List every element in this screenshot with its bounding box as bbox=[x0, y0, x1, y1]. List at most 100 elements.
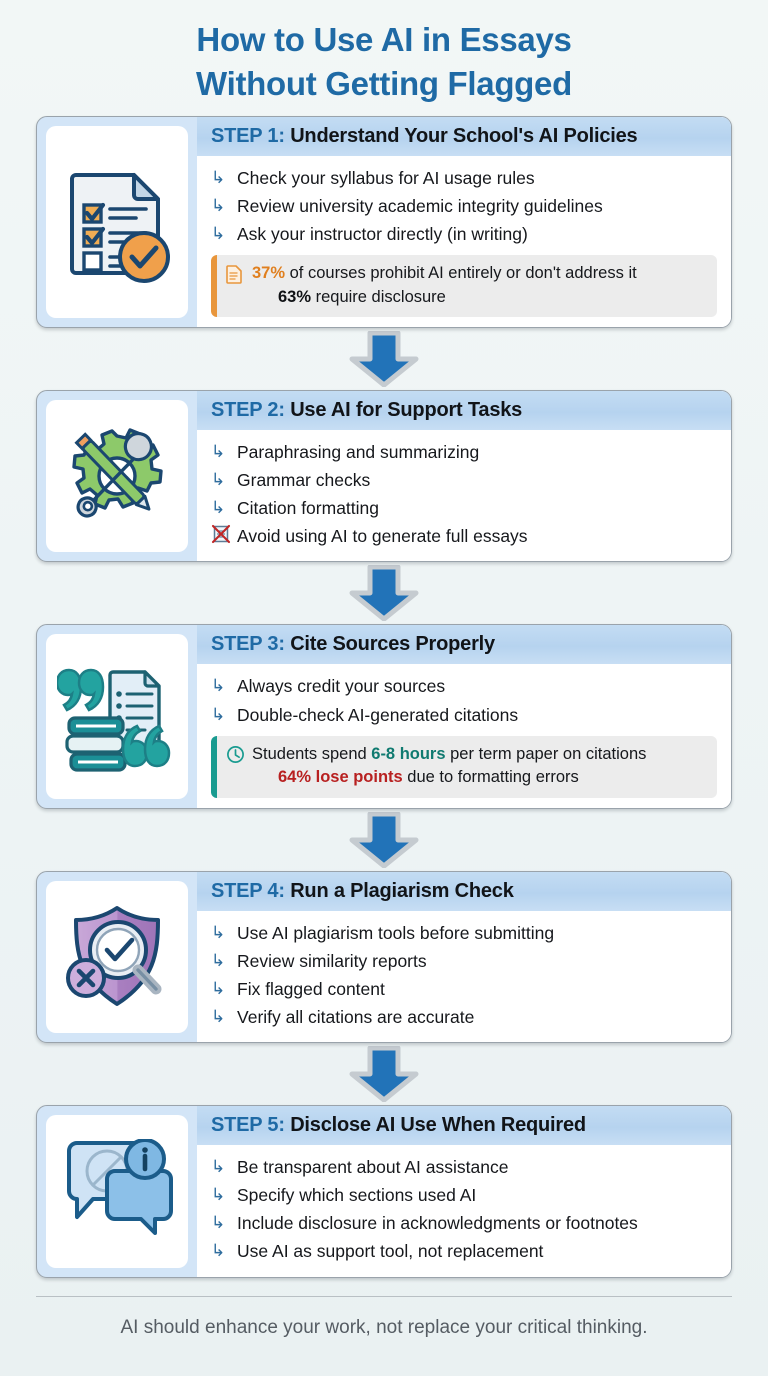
list-item-label: Ask your instructor directly (in writing… bbox=[237, 224, 528, 244]
arrow-bullet-icon: ↳ bbox=[211, 1006, 226, 1026]
step-2-content: ↳ Paraphrasing and summarizing ↳ Grammar… bbox=[197, 429, 731, 562]
footer-note: AI should enhance your work, not replace… bbox=[36, 1295, 732, 1339]
step-5-number: STEP 5: bbox=[211, 1114, 285, 1137]
list-item-label: Grammar checks bbox=[237, 470, 371, 491]
step-5-body: STEP 5: Disclose AI Use When Required ↳ … bbox=[197, 1106, 731, 1277]
arrow-bullet-icon: ↳ bbox=[211, 470, 226, 490]
step-1-heading: STEP 1: Understand Your School's AI Poli… bbox=[197, 116, 731, 156]
list-item: ↳ Always credit your sources bbox=[211, 673, 717, 700]
step-4-number: STEP 4: bbox=[211, 879, 285, 902]
stat-highlight-1: 37% bbox=[252, 264, 286, 283]
list-item: ↳ Use AI as support tool, not replacemen… bbox=[211, 1238, 717, 1265]
step-2-icon-pane bbox=[37, 391, 197, 562]
arrow-bullet-icon: ↳ bbox=[211, 950, 226, 970]
step-4-body: STEP 4: Run a Plagiarism Check ↳ Use AI … bbox=[197, 871, 731, 1043]
list-item: ↳ Citation formatting bbox=[211, 495, 717, 522]
step-4-title: Run a Plagiarism Check bbox=[290, 879, 514, 902]
chat-bubbles-info-icon bbox=[46, 1115, 188, 1268]
connector-arrow-1 bbox=[36, 328, 732, 390]
infographic-root: How to Use AI in Essays Without Getting … bbox=[0, 0, 768, 1339]
stat-pre-1: Students spend bbox=[252, 744, 372, 763]
quotes-books-document-icon bbox=[46, 634, 188, 799]
step-1-body: STEP 1: Understand Your School's AI Poli… bbox=[197, 116, 731, 327]
arrow-bullet-icon: ↳ bbox=[211, 704, 226, 724]
step-3-heading: STEP 3: Cite Sources Properly bbox=[197, 625, 731, 665]
list-item: Avoid using AI to generate full essays bbox=[211, 523, 717, 550]
steps-container: STEP 1: Understand Your School's AI Poli… bbox=[0, 112, 768, 1278]
shield-magnifier-icon bbox=[46, 880, 188, 1034]
step-4-heading: STEP 4: Run a Plagiarism Check bbox=[197, 871, 731, 911]
step-card-3: STEP 3: Cite Sources Properly ↳ Always c… bbox=[36, 624, 732, 809]
arrow-bullet-icon: ↳ bbox=[211, 676, 226, 696]
step-5-icon-pane bbox=[37, 1106, 197, 1277]
step-3-content: ↳ Always credit your sources ↳ Double-ch… bbox=[197, 664, 731, 808]
connector-arrow-4 bbox=[36, 1043, 732, 1105]
stat-highlight-2: 64% lose points bbox=[278, 768, 403, 787]
connector-arrow-2 bbox=[36, 562, 732, 624]
document-stat-icon bbox=[226, 262, 245, 289]
arrow-bullet-icon: ↳ bbox=[211, 224, 226, 243]
crossed-box-icon bbox=[211, 523, 237, 549]
list-item: ↳ Specify which sections used AI bbox=[211, 1182, 717, 1209]
arrow-bullet-icon: ↳ bbox=[211, 498, 226, 518]
step-5-content: ↳ Be transparent about AI assistance ↳ S… bbox=[197, 1145, 731, 1277]
list-item: ↳ Double-check AI-generated citations bbox=[211, 702, 717, 729]
arrow-bullet-icon: ↳ bbox=[211, 167, 226, 187]
step-5-heading: STEP 5: Disclose AI Use When Required bbox=[197, 1106, 731, 1146]
clock-stat-icon bbox=[226, 743, 245, 769]
list-item-label: Verify all citations are accurate bbox=[237, 1006, 475, 1027]
step-3-stat-callout: Students spend 6-8 hours per term paper … bbox=[211, 735, 717, 798]
list-item-label: Avoid using AI to generate full essays bbox=[237, 526, 528, 547]
page-title-line-1: How to Use AI in Essays bbox=[196, 21, 572, 58]
step-card-5: STEP 5: Disclose AI Use When Required ↳ … bbox=[36, 1105, 732, 1278]
list-item-label: Always credit your sources bbox=[237, 676, 446, 697]
list-item: ↳ Paraphrasing and summarizing bbox=[211, 439, 717, 466]
step-2-title: Use AI for Support Tasks bbox=[290, 398, 523, 421]
arrow-bullet-icon: ↳ bbox=[211, 922, 226, 942]
list-item-label: Paraphrasing and summarizing bbox=[237, 441, 480, 462]
list-item-label: Check your syllabus for AI usage rules bbox=[237, 167, 535, 188]
arrow-bullet-icon: ↳ bbox=[211, 1185, 226, 1205]
step-1-content: ↳ Check your syllabus for AI usage rules… bbox=[197, 155, 731, 327]
list-item: ↳ Grammar checks bbox=[211, 467, 717, 494]
list-item-label: Citation formatting bbox=[237, 498, 380, 519]
list-item-label: Be transparent about AI assistance bbox=[237, 1157, 509, 1178]
step-card-1: STEP 1: Understand Your School's AI Poli… bbox=[36, 115, 732, 328]
list-item: ↳ Check your syllabus for AI usage rules bbox=[211, 165, 717, 192]
page-title: How to Use AI in Essays Without Getting … bbox=[0, 0, 768, 112]
gear-wrench-pencil-icon bbox=[46, 399, 188, 553]
step-2-body: STEP 2: Use AI for Support Tasks ↳ Parap… bbox=[197, 390, 731, 562]
stat-rest-1: per term paper on citations bbox=[445, 744, 647, 763]
list-item-label: Include disclosure in acknowledgments or… bbox=[237, 1213, 638, 1234]
stat-highlight-1: 6-8 hours bbox=[371, 744, 446, 763]
step-1-number: STEP 1: bbox=[211, 124, 285, 147]
step-2-heading: STEP 2: Use AI for Support Tasks bbox=[197, 390, 731, 430]
arrow-bullet-icon: ↳ bbox=[211, 978, 226, 998]
step-3-title: Cite Sources Properly bbox=[290, 633, 495, 656]
list-item-label: Use AI as support tool, not replacement bbox=[237, 1241, 544, 1262]
step-card-2: STEP 2: Use AI for Support Tasks ↳ Parap… bbox=[36, 389, 732, 563]
step-3-number: STEP 3: bbox=[211, 633, 285, 656]
list-item: ↳ Be transparent about AI assistance bbox=[211, 1154, 717, 1181]
step-5-title: Disclose AI Use When Required bbox=[290, 1114, 586, 1137]
arrow-bullet-icon: ↳ bbox=[211, 1213, 226, 1233]
step-1-icon-pane bbox=[37, 117, 197, 327]
checklist-document-icon bbox=[46, 125, 188, 318]
arrow-bullet-icon: ↳ bbox=[211, 1241, 226, 1261]
stat-rest-2: due to formatting errors bbox=[402, 768, 579, 787]
list-item-label: Specify which sections used AI bbox=[237, 1185, 477, 1206]
list-item-label: Double-check AI-generated citations bbox=[237, 704, 519, 725]
step-2-number: STEP 2: bbox=[211, 398, 285, 421]
step-1-stat-callout: 37% of courses prohibit AI entirely or d… bbox=[211, 255, 717, 317]
step-1-stat-text: 37% of courses prohibit AI entirely or d… bbox=[252, 262, 637, 309]
stat-highlight-2: 63% bbox=[278, 287, 312, 306]
list-item-label: Fix flagged content bbox=[237, 978, 385, 999]
list-item: ↳ Use AI plagiarism tools before submitt… bbox=[211, 920, 717, 947]
arrow-bullet-icon: ↳ bbox=[211, 441, 226, 461]
page-title-line-2: Without Getting Flagged bbox=[196, 64, 572, 102]
stat-rest-2: require disclosure bbox=[311, 287, 446, 306]
stat-rest-1: of courses prohibit AI entirely or don't… bbox=[285, 264, 637, 283]
list-item-label: Review university academic integrity gui… bbox=[237, 195, 603, 216]
step-1-title: Understand Your School's AI Policies bbox=[290, 124, 638, 147]
list-item-label: Use AI plagiarism tools before submittin… bbox=[237, 922, 555, 943]
